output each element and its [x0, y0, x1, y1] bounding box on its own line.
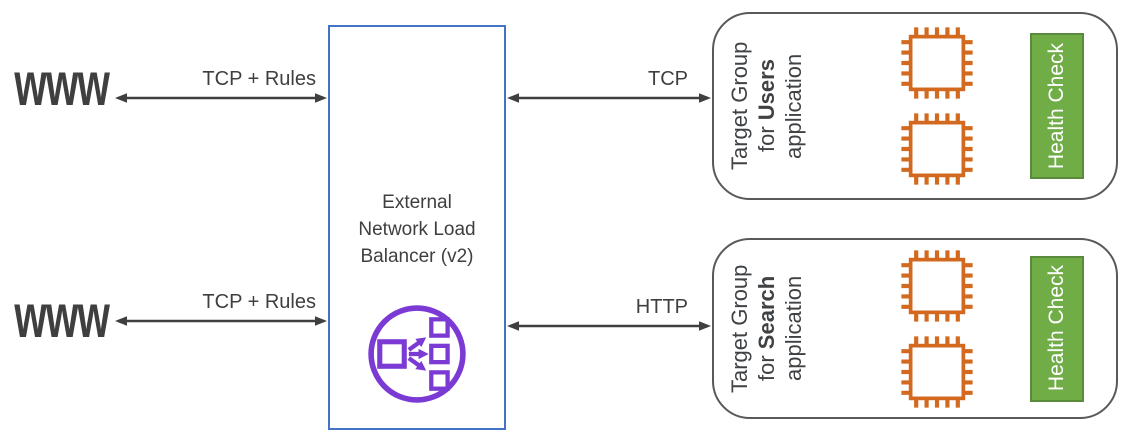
target-group-label-line: for Users [754, 59, 779, 153]
load-balancer-box: External Network Load Balancer (v2) [328, 25, 506, 430]
double-arrow-icon [507, 321, 711, 331]
health-check-badge: Health Check [1030, 255, 1084, 402]
connection-label: HTTP [635, 296, 688, 318]
target-group-users: Target Group for Users application Healt… [712, 12, 1118, 200]
connection-label: TCP + Rules [202, 291, 316, 313]
www-node-top: www [14, 50, 110, 120]
www-node-bottom: www [14, 282, 110, 352]
server-chip-icon [901, 335, 973, 408]
server-chip-icon [901, 113, 973, 185]
connection-tcp: TCP [506, 68, 712, 105]
instance-list [900, 14, 974, 198]
target-group-label-line: application [781, 53, 806, 159]
double-arrow-icon [507, 93, 711, 103]
load-balancer-icon [368, 305, 466, 403]
double-arrow-icon [115, 316, 327, 326]
target-group-search-label: Target Group for Search application [726, 240, 807, 417]
connection-label: TCP + Rules [202, 68, 316, 90]
connection-tcp-rules-bottom: TCP + Rules [114, 291, 328, 328]
target-group-search: Target Group for Search application Heal… [712, 238, 1118, 419]
load-balancer-title-line: Balancer (v2) [360, 246, 474, 267]
connection-label: TCP [648, 68, 688, 90]
connection-http: HTTP [506, 296, 712, 333]
target-group-label-line: Target Group [727, 41, 752, 171]
double-arrow-icon [115, 93, 327, 103]
load-balancer-title-line: External [382, 192, 452, 213]
health-check-badge: Health Check [1030, 33, 1084, 179]
instance-list [900, 240, 974, 417]
load-balancer-title-line: Network Load [358, 219, 476, 240]
target-group-label-line: for Search [754, 275, 779, 382]
load-balancer-title: External Network Load Balancer (v2) [330, 189, 504, 270]
health-check-label: Health Check [1045, 42, 1068, 170]
target-group-label-line: Target Group [727, 264, 752, 393]
target-group-users-label: Target Group for Users application [726, 14, 807, 198]
target-group-label-line: application [781, 275, 806, 382]
server-chip-icon [901, 249, 973, 322]
server-chip-icon [901, 27, 973, 99]
connection-tcp-rules-top: TCP + Rules [114, 68, 328, 105]
health-check-label: Health Check [1045, 265, 1068, 392]
